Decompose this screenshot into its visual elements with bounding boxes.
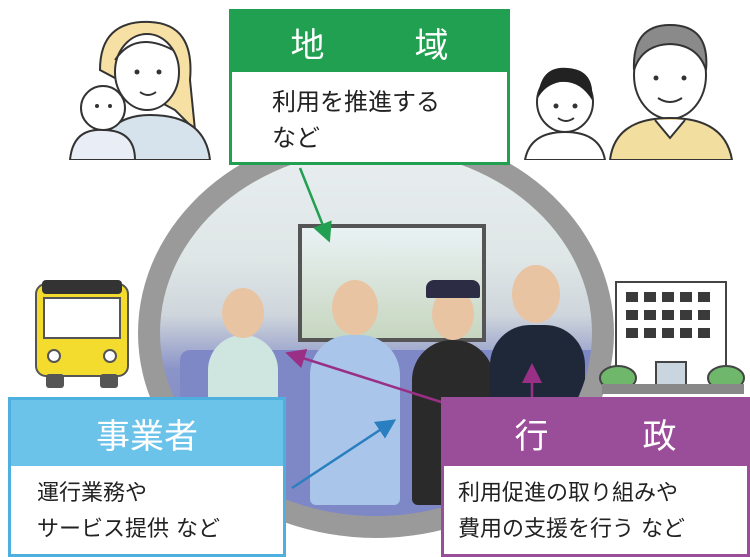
government-title: 行 政	[444, 400, 747, 466]
region-line-2: など	[272, 124, 320, 152]
operator-title: 事業者	[11, 400, 283, 466]
person-3-cap	[426, 280, 480, 298]
government-line-1: 利用促進の取り組みや	[458, 481, 679, 506]
person-2-head	[332, 280, 378, 335]
bus-icon	[35, 280, 129, 388]
operator-box: 事業者 運行業務や サービス提供 など	[8, 397, 286, 557]
region-box: 地 域 利用を推進する など	[229, 9, 510, 165]
government-box: 行 政 利用促進の取り組みや 費用の支援を行う など	[441, 397, 750, 557]
person-2	[310, 335, 400, 505]
government-text: 利用促進の取り組みや 費用の支援を行う など	[444, 466, 747, 548]
mother-child-icon	[68, 20, 212, 160]
father-son-icon	[523, 23, 734, 160]
building-icon	[599, 281, 745, 394]
operator-line-1: 運行業務や	[37, 481, 148, 506]
person-1-head	[222, 288, 264, 338]
operator-line-2: サービス提供 など	[37, 517, 220, 542]
region-line-1: 利用を推進する	[272, 88, 440, 116]
government-line-2: 費用の支援を行う など	[458, 517, 685, 542]
region-text: 利用を推進する など	[232, 72, 507, 156]
region-title: 地 域	[232, 12, 507, 72]
operator-text: 運行業務や サービス提供 など	[11, 466, 283, 548]
person-4-head	[512, 265, 560, 323]
